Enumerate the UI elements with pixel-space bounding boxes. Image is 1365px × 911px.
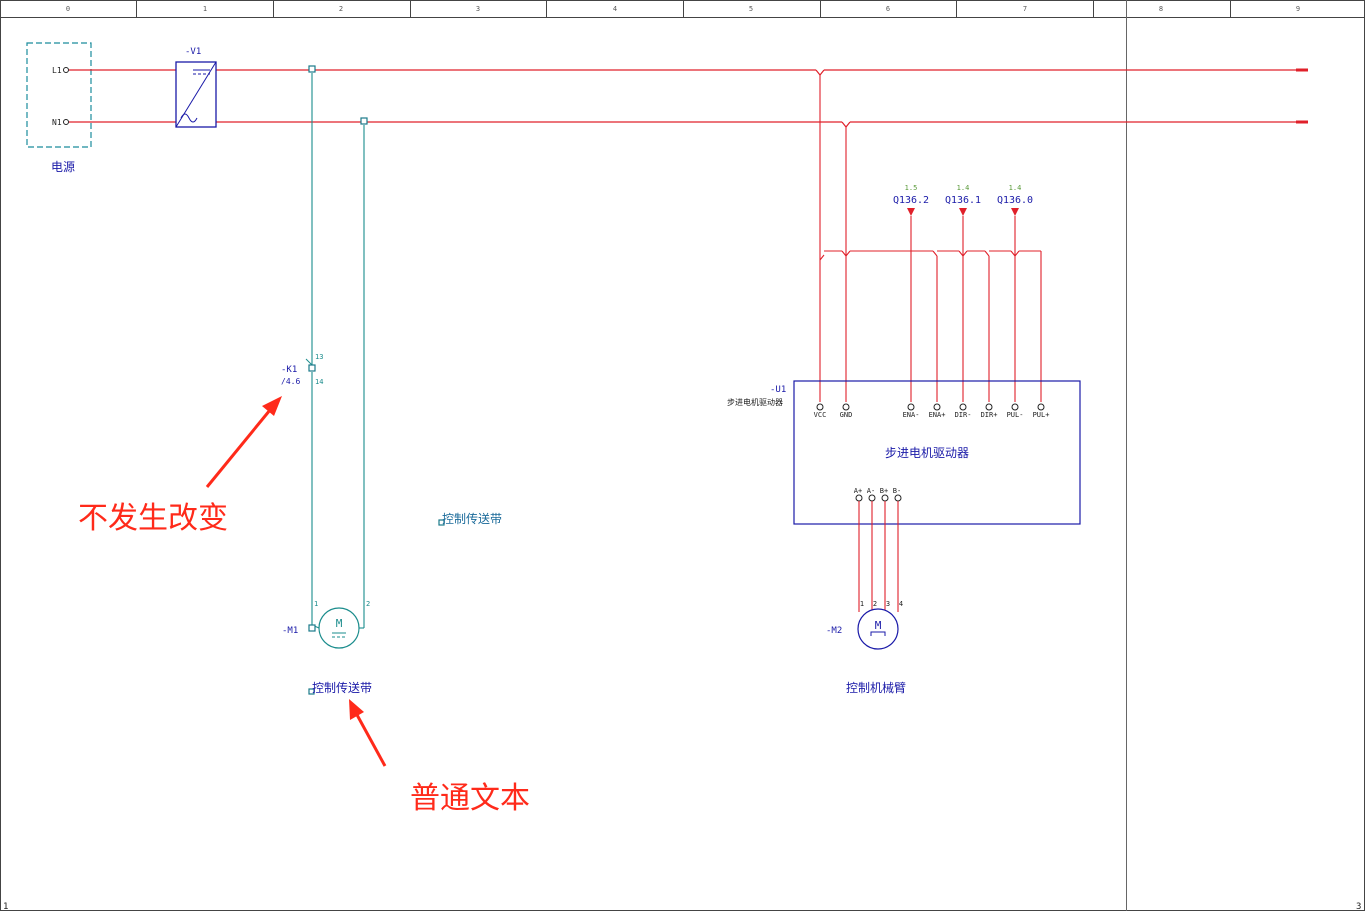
- pin-label-ena-minus: ENA-: [903, 411, 920, 419]
- ruler-col-3: 3: [476, 5, 480, 13]
- l1-label: L1: [52, 66, 62, 75]
- converter-v1[interactable]: -V1: [175, 47, 217, 128]
- annotation-unchanged: 不发生改变: [78, 396, 282, 536]
- pin-label-pul-minus: PUL-: [1007, 411, 1024, 419]
- pin-label-a-plus: A+: [854, 487, 862, 495]
- pin-label-gnd: GND: [840, 411, 853, 419]
- output-ref-3: 1.4: [1009, 184, 1022, 192]
- motor1-pin1: 1: [314, 600, 318, 608]
- ruler-col-5: 5: [749, 5, 753, 13]
- annotation-unchanged-text: 不发生改变: [78, 501, 228, 536]
- ruler-col-9: 9: [1296, 5, 1300, 13]
- page-corner-left: 1: [3, 902, 8, 911]
- output-name-1[interactable]: Q136.2: [893, 195, 929, 206]
- power-supply-label: 电源: [51, 160, 75, 174]
- motor1-tag: -M1: [282, 626, 298, 636]
- control-circuit[interactable]: [311, 73, 365, 629]
- relay-pin-bottom: 14: [315, 378, 323, 386]
- pin-vcc[interactable]: [816, 403, 824, 411]
- pin-b-plus[interactable]: [881, 494, 889, 502]
- relay-tag: -K1: [281, 365, 297, 375]
- pin-pul-minus[interactable]: [1011, 403, 1019, 411]
- l1-terminal[interactable]: [63, 67, 69, 73]
- relay-ref[interactable]: /4.6: [281, 377, 300, 386]
- pin-pul-plus[interactable]: [1037, 403, 1045, 411]
- motor2-pin3: 3: [886, 600, 890, 608]
- driver-tag: -U1: [770, 385, 786, 395]
- pin-label-pul-plus: PUL+: [1033, 411, 1050, 419]
- power-supply-box: [26, 42, 92, 148]
- output-name-2[interactable]: Q136.1: [945, 195, 981, 206]
- motor2-wiring[interactable]: [858, 501, 899, 612]
- pin-label-b-minus: B-: [893, 487, 901, 495]
- power-supply[interactable]: L1 N1 电源: [26, 42, 92, 174]
- output-ref-1: 1.5: [905, 184, 918, 192]
- pin-dir-plus[interactable]: [985, 403, 993, 411]
- pin-label-ena-plus: ENA+: [929, 411, 946, 419]
- motor1-pin2: 2: [366, 600, 370, 608]
- ruler-col-2: 2: [339, 5, 343, 13]
- ruler-col-1: 1: [203, 5, 207, 13]
- output-name-3[interactable]: Q136.0: [997, 195, 1033, 206]
- driver-box: [793, 380, 1081, 525]
- motor1-title[interactable]: 控制传送带: [312, 680, 372, 695]
- converter-tag: -V1: [185, 47, 201, 57]
- pin-label-dir-plus: DIR+: [981, 411, 998, 419]
- pin-ena-plus[interactable]: [933, 403, 941, 411]
- floating-text[interactable]: 控制传送带: [438, 511, 502, 526]
- pin-label-a-minus: A-: [867, 487, 875, 495]
- ruler-col-4: 4: [613, 5, 617, 13]
- ruler-col-8: 8: [1159, 5, 1163, 13]
- ruler-col-6: 6: [886, 5, 890, 13]
- motor2-title[interactable]: 控制机械臂: [846, 680, 906, 695]
- page-corner-right: 3: [1356, 902, 1361, 911]
- pin-a-plus[interactable]: [855, 494, 863, 502]
- ruler-col-7: 7: [1023, 5, 1027, 13]
- pin-dir-minus[interactable]: [959, 403, 967, 411]
- n1-terminal[interactable]: [63, 119, 69, 125]
- motor2-pin4: 4: [899, 600, 903, 608]
- driver-title: 步进电机驱动器: [885, 446, 969, 460]
- pin-ena-minus[interactable]: [907, 403, 915, 411]
- motor-m1[interactable]: M -M1 1 2 控制传送带: [282, 600, 372, 695]
- pin-label-b-plus: B+: [880, 487, 888, 495]
- motor2-tag: -M2: [826, 626, 842, 636]
- relay-k1[interactable]: -K1 /4.6 13 14: [281, 353, 323, 386]
- floating-text-label[interactable]: 控制传送带: [442, 511, 502, 526]
- annotation-plain-text: 普通文本: [349, 699, 530, 816]
- motor1-symbol: M: [336, 617, 343, 630]
- pin-label-vcc: VCC: [814, 411, 827, 419]
- relay-pin-top: 13: [315, 353, 323, 361]
- motor-m2[interactable]: M -M2 1 2 3 4 控制机械臂: [826, 600, 906, 695]
- annotation-plain-text-label: 普通文本: [410, 781, 530, 816]
- pin-label-dir-minus: DIR-: [955, 411, 972, 419]
- output-ref-2: 1.4: [957, 184, 970, 192]
- pin-gnd[interactable]: [842, 403, 850, 411]
- ruler-col-0: 0: [66, 5, 70, 13]
- plc-outputs[interactable]: 1.5 1.4 1.4 Q136.2 Q136.1 Q136.0: [893, 184, 1033, 216]
- pin-a-minus[interactable]: [868, 494, 876, 502]
- driver-subtitle: 步进电机驱动器: [727, 397, 783, 407]
- motor2-symbol: M: [875, 619, 882, 632]
- pin-b-minus[interactable]: [894, 494, 902, 502]
- n1-label: N1: [52, 118, 62, 127]
- stepper-driver-u1[interactable]: -U1 步进电机驱动器 步进电机驱动器 VCC GND ENA- ENA+ DI…: [727, 380, 1081, 525]
- junctions[interactable]: [308, 65, 368, 125]
- motor2-pin1: 1: [860, 600, 864, 608]
- driver-wiring[interactable]: [819, 75, 1042, 402]
- motor2-pin2: 2: [873, 600, 877, 608]
- power-rails[interactable]: [69, 68, 1308, 128]
